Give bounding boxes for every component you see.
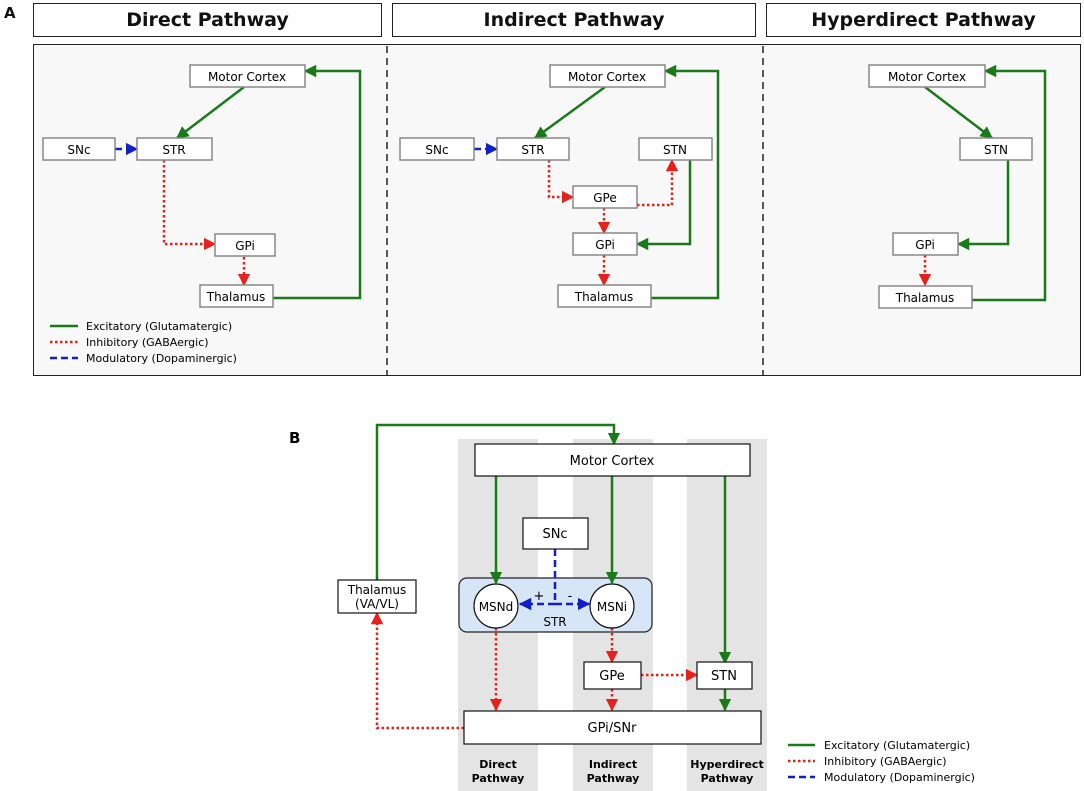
svg-text:Modulatory (Dopaminergic): Modulatory (Dopaminergic) <box>86 352 237 365</box>
svg-text:Motor Cortex: Motor Cortex <box>570 454 655 469</box>
svg-text:GPi: GPi <box>915 238 935 252</box>
direct-str: STR <box>136 137 213 161</box>
svg-text:STN: STN <box>663 143 687 157</box>
hyperdirect-thalamus: Thalamus <box>878 285 973 309</box>
svg-text:(VA/VL): (VA/VL) <box>355 597 399 611</box>
svg-text:MSNd: MSNd <box>479 600 514 614</box>
svg-text:Thalamus: Thalamus <box>895 291 955 305</box>
svg-text:Pathway: Pathway <box>472 772 525 785</box>
svg-text:STR: STR <box>162 143 185 157</box>
b-msni: MSNi <box>589 583 635 629</box>
b-snc: SNc <box>522 517 589 550</box>
svg-text:Hyperdirect: Hyperdirect <box>690 758 763 771</box>
b-motor-cortex: Motor Cortex <box>474 443 751 477</box>
minus-sign: - <box>568 589 573 604</box>
column-labels: Direct Pathway Indirect Pathway Hyperdir… <box>472 758 764 785</box>
direct-motor-cortex: Motor Cortex <box>189 64 306 88</box>
svg-text:Modulatory (Dopaminergic): Modulatory (Dopaminergic) <box>824 771 975 784</box>
svg-text:Excitatory (Glutamatergic): Excitatory (Glutamatergic) <box>824 739 970 752</box>
svg-text:Indirect: Indirect <box>589 758 637 771</box>
svg-text:SNc: SNc <box>67 143 90 157</box>
direct-pathway-header: Direct Pathway <box>33 3 382 37</box>
b-msnd: MSNd <box>473 583 519 629</box>
svg-text:Pathway: Pathway <box>701 772 754 785</box>
str-label: STR <box>543 615 566 629</box>
svg-text:STN: STN <box>711 669 737 684</box>
indirect-snc: SNc <box>399 137 475 161</box>
panel-b-label: B <box>289 429 300 447</box>
svg-text:GPi: GPi <box>235 239 255 253</box>
svg-text:GPe: GPe <box>593 191 617 205</box>
svg-text:Inhibitory (GABAergic): Inhibitory (GABAergic) <box>86 336 209 349</box>
svg-text:Motor Cortex: Motor Cortex <box>208 70 286 84</box>
hyperdirect-stn: STN <box>959 137 1033 161</box>
svg-text:GPi: GPi <box>595 238 615 252</box>
indirect-stn: STN <box>638 137 713 161</box>
indirect-pathway-header: Indirect Pathway <box>392 3 756 37</box>
svg-text:GPe: GPe <box>599 669 624 684</box>
svg-text:Pathway: Pathway <box>587 772 640 785</box>
indirect-gpe: GPe <box>572 185 638 209</box>
direct-snc: SNc <box>42 137 116 161</box>
svg-text:Direct: Direct <box>479 758 517 771</box>
b-thalamus: Thalamus (VA/VL) <box>337 579 417 614</box>
svg-text:SNc: SNc <box>542 527 567 542</box>
svg-text:Motor Cortex: Motor Cortex <box>888 70 966 84</box>
direct-gpi: GPi <box>214 233 276 257</box>
svg-text:Motor Cortex: Motor Cortex <box>568 70 646 84</box>
direct-thalamus: Thalamus <box>199 284 274 308</box>
indirect-motor-cortex: Motor Cortex <box>549 64 666 88</box>
svg-text:STR: STR <box>521 143 544 157</box>
svg-text:Thalamus: Thalamus <box>574 290 634 304</box>
direct-edges <box>115 64 362 300</box>
svg-text:Thalamus: Thalamus <box>206 290 266 304</box>
plus-sign: + <box>534 589 545 604</box>
svg-text:Thalamus: Thalamus <box>347 583 407 597</box>
svg-text:Inhibitory (GABAergic): Inhibitory (GABAergic) <box>824 755 947 768</box>
panel-a-label: A <box>4 4 16 22</box>
indirect-edges <box>474 64 720 300</box>
indirect-gpi: GPi <box>572 232 638 256</box>
indirect-str: STR <box>496 137 570 161</box>
hyperdirect-edges <box>918 64 1047 302</box>
panel-a-frame <box>33 44 1081 376</box>
b-stn: STN <box>696 661 753 690</box>
b-gpi-snr: GPi/SNr <box>463 710 762 745</box>
hyperdirect-pathway-header: Hyperdirect Pathway <box>766 3 1081 37</box>
hyperdirect-motor-cortex: Motor Cortex <box>868 64 986 88</box>
svg-text:GPi/SNr: GPi/SNr <box>588 721 638 736</box>
svg-text:SNc: SNc <box>425 143 448 157</box>
b-gpe: GPe <box>583 661 642 690</box>
svg-text:MSNi: MSNi <box>597 600 627 614</box>
hyperdirect-gpi: GPi <box>892 232 959 256</box>
svg-text:Excitatory (Glutamatergic): Excitatory (Glutamatergic) <box>86 320 232 333</box>
svg-text:STN: STN <box>984 143 1008 157</box>
legend-b: Excitatory (Glutamatergic) Inhibitory (G… <box>788 739 975 784</box>
indirect-thalamus: Thalamus <box>557 284 652 308</box>
panel-b-edges <box>370 423 732 730</box>
legend-a: Excitatory (Glutamatergic) Inhibitory (G… <box>50 320 237 365</box>
